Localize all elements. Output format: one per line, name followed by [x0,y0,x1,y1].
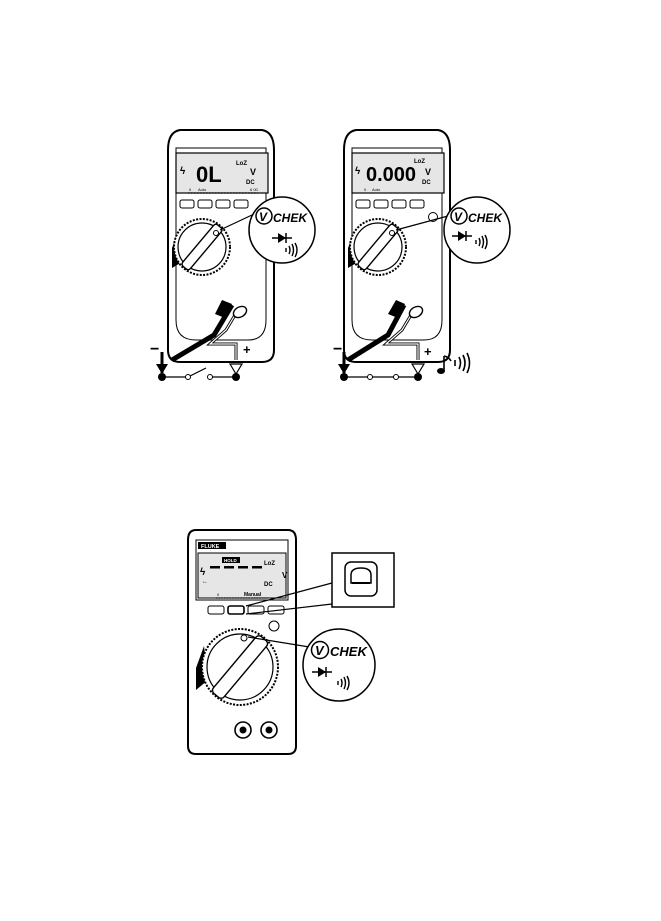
circuit-node [158,373,166,381]
chek-callout-3: V CHEK [303,629,375,701]
callout-circle [444,197,510,263]
black-arrow [338,364,350,374]
loz-indicator: LoZ [264,561,275,567]
softkey-4[interactable] [410,200,424,208]
display-reading: 0L [196,162,222,187]
lightning-icon: ϟ [180,166,186,177]
softkey-2[interactable] [228,606,244,614]
loz-indicator: LoZ [236,161,247,167]
chek-callout-1: V CHEK [249,197,315,263]
open-switch [190,368,206,376]
lightning-icon: ϟ [355,166,361,177]
jack-hole [266,727,273,734]
unit-label: V [282,571,288,580]
softkey-4[interactable] [234,200,248,208]
finger-icon [351,568,371,583]
dial-pointer [241,635,247,641]
unit-label: V [425,167,431,177]
unit-label: V [250,167,256,177]
loz-indicator: LoZ [414,159,425,165]
circuit-node [232,373,240,381]
callout-circle [303,629,375,701]
v-letter-icon: V [259,210,268,224]
arrow-icon: ← [202,579,208,585]
softkey-1[interactable] [208,606,224,614]
callout-circle [249,197,315,263]
hold-label: HOLD [224,558,237,563]
softkey-2[interactable] [198,200,212,208]
chek-label: CHEK [273,211,308,225]
backlight-button[interactable] [269,621,279,631]
display-reading: 0.000 [366,164,416,186]
circuit-node [414,373,422,381]
minus-sign: − [150,341,159,358]
chek-label: CHEK [468,211,503,225]
auto-label: Auto [372,187,381,192]
switch-contact [186,375,191,380]
meter-closed-circuit: ϟ 0.000 LoZ V DC 0 Auto [344,130,450,362]
plus-sign: + [243,342,251,357]
black-arrow [156,364,168,374]
button-press-callout [332,553,394,607]
auto-label: Auto [198,187,207,192]
sound-waves-icon [455,353,470,373]
softkey-1[interactable] [356,200,370,208]
chek-label: CHEK [330,644,368,659]
softkey-3[interactable] [392,200,406,208]
v-letter-icon: V [454,210,463,224]
open-circuit [158,368,240,381]
jack-hole [240,727,247,734]
lcd-display [198,553,286,598]
scale-right: 6 00 [250,187,259,192]
minus-sign: − [333,341,342,358]
circuit-node [340,373,348,381]
switch-contact [208,375,213,380]
plus-sign: + [424,344,432,359]
closed-circuit [340,373,422,381]
mode-label: DC [264,582,273,588]
mode-label: DC [422,180,431,186]
dial-pointer [214,231,219,236]
softkey-2[interactable] [374,200,388,208]
brand-logo: FLUKE [201,544,220,550]
dial-pointer [390,231,395,236]
switch-contact [394,375,399,380]
chek-callout-2: V CHEK [444,197,510,263]
range-label: Manual [244,592,262,598]
switch-contact [368,375,373,380]
red-arrow [230,364,242,374]
softkey-1[interactable] [180,200,194,208]
mode-label: DC [246,180,255,186]
lightning-icon: ϟ [200,567,206,578]
softkey-3[interactable] [216,200,230,208]
red-arrow [412,364,424,374]
v-letter-icon: V [315,643,325,658]
